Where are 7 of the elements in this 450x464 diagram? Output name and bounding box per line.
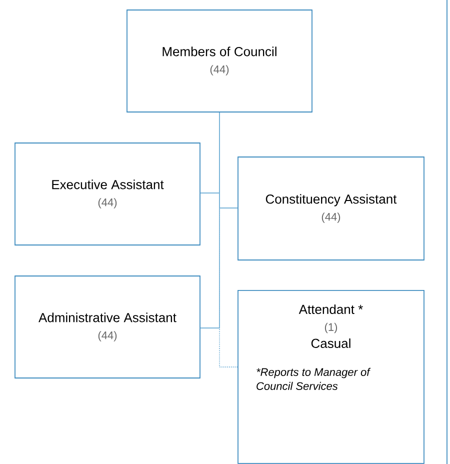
position-box: Members of Council (44) (126, 10, 312, 112)
position-box: Constituency Assistant (44) (238, 156, 424, 260)
position-box: Administrative Assistant (44) (14, 276, 200, 378)
position-box: Attendant * (1) Casual *Reports to Manager of Council Services (238, 290, 424, 464)
connector-line (200, 112, 220, 328)
connector-line (219, 112, 238, 368)
position-box: Executive Assistant (44) (14, 142, 200, 246)
